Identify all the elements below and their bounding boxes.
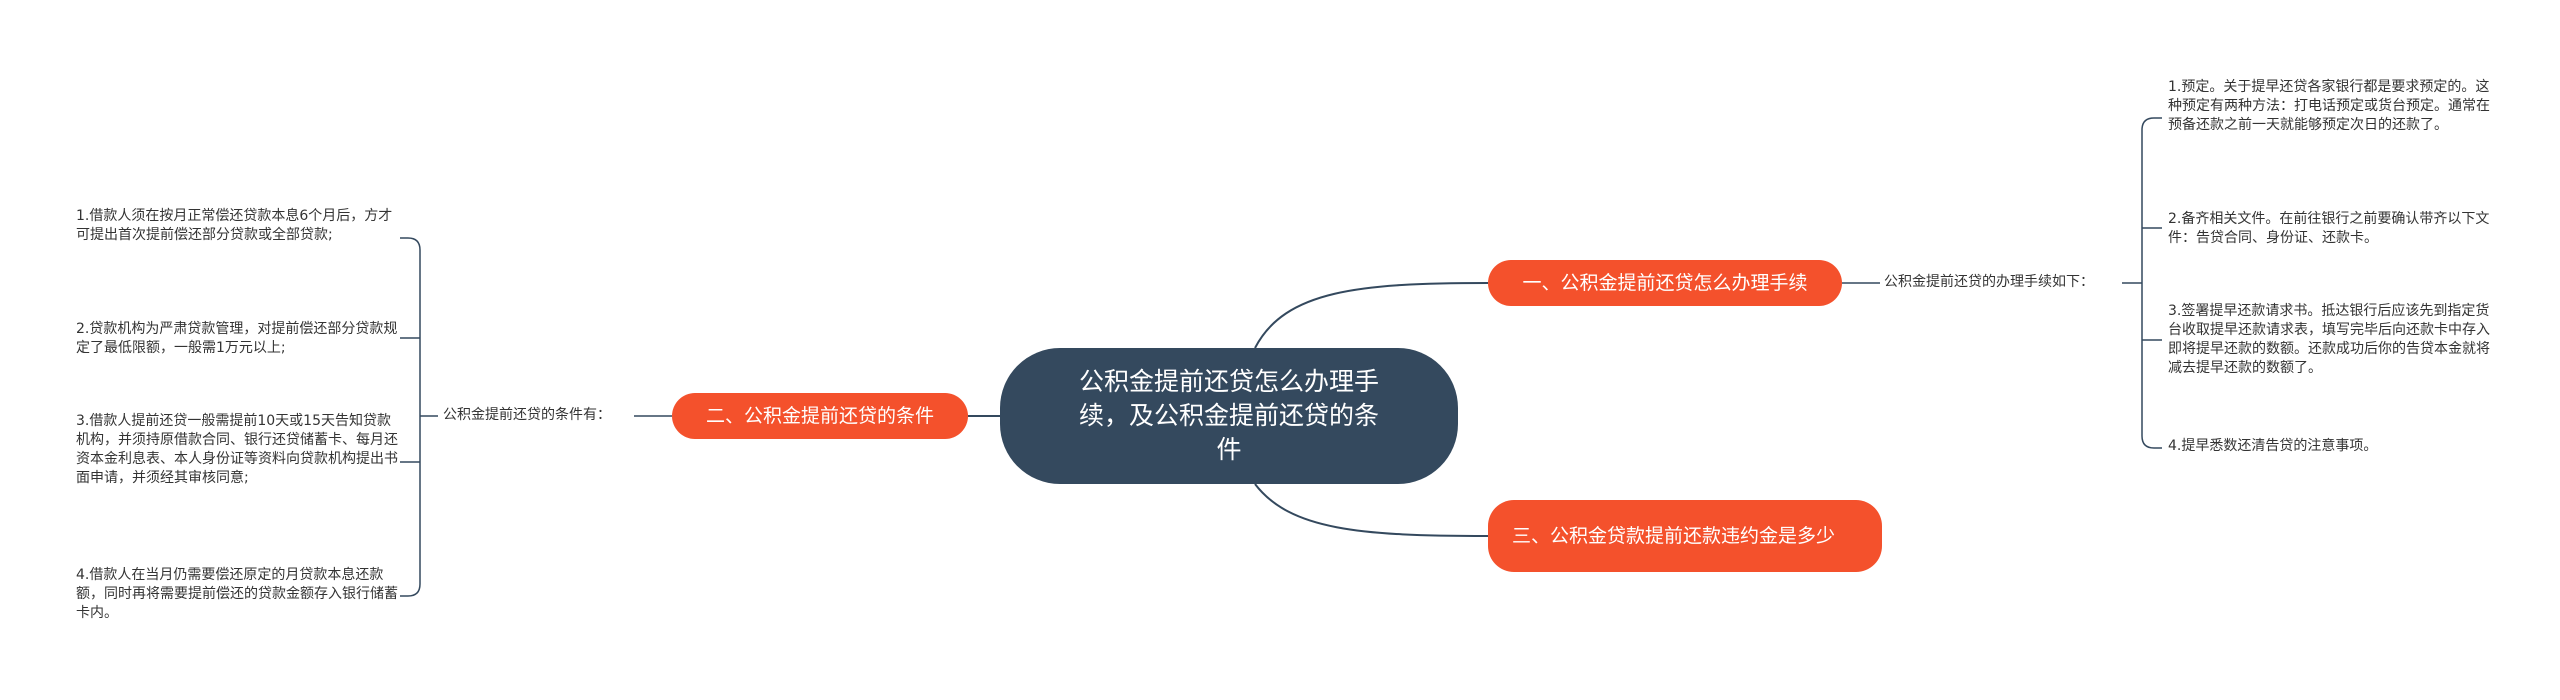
leaf-procedure-3[interactable]: 3.签署提早还款请求书。抵达银行后应该先到指定货台收取提早还款请求表，填写完毕后… — [2168, 303, 2490, 376]
leaf-condition-1[interactable]: 1.借款人须在按月正常偿还贷款本息6个月后，方才可提出首次提前偿还部分贷款或全部… — [76, 208, 393, 243]
branch-topic-3[interactable]: 三、公积金贷款提前还款违约金是多少 — [1488, 500, 1882, 572]
leaf-procedure-4[interactable]: 4.提早悉数还清告贷的注意事项。 — [2168, 438, 2378, 454]
subtopic-label-procedure[interactable]: 公积金提前还贷的办理手续如下： — [1884, 274, 2094, 290]
bracket-right — [2122, 117, 2162, 449]
leaf-condition-4[interactable]: 4.借款人在当月仍需要偿还原定的月贷款本息还款额，同时再将需要提前偿还的贷款金额… — [76, 567, 398, 621]
branch-topic-2[interactable]: 二、公积金提前还贷的条件 — [672, 393, 968, 439]
leaf-procedure-1[interactable]: 1.预定。关于提早还贷各家银行都是要求预定的。这种预定有两种方法：打电话预定或货… — [2168, 79, 2490, 133]
leaf-procedure-2[interactable]: 2.备齐相关文件。在前往银行之前要确认带齐以下文件：告贷合同、身份证、还款卡。 — [2168, 211, 2490, 246]
leaf-condition-2[interactable]: 2.贷款机构为严肃贷款管理，对提前偿还部分贷款规定了最低限额，一般需1万元以上; — [76, 321, 398, 356]
leaf-condition-3[interactable]: 3.借款人提前还贷一般需提前10天或15天告知贷款机构，并须持原借款合同、银行还… — [76, 413, 398, 486]
branch-topic-1[interactable]: 一、公积金提前还贷怎么办理手续 — [1488, 260, 1842, 306]
subtopic-label-conditions[interactable]: 公积金提前还贷的条件有： — [443, 407, 611, 423]
bracket-left — [400, 237, 438, 597]
connector-center-branch-3 — [1254, 483, 1489, 537]
connector-center-branch-1 — [1254, 282, 1489, 349]
center-topic[interactable]: 公积金提前还贷怎么办理手续，及公积金提前还贷的条件 — [1000, 348, 1458, 484]
